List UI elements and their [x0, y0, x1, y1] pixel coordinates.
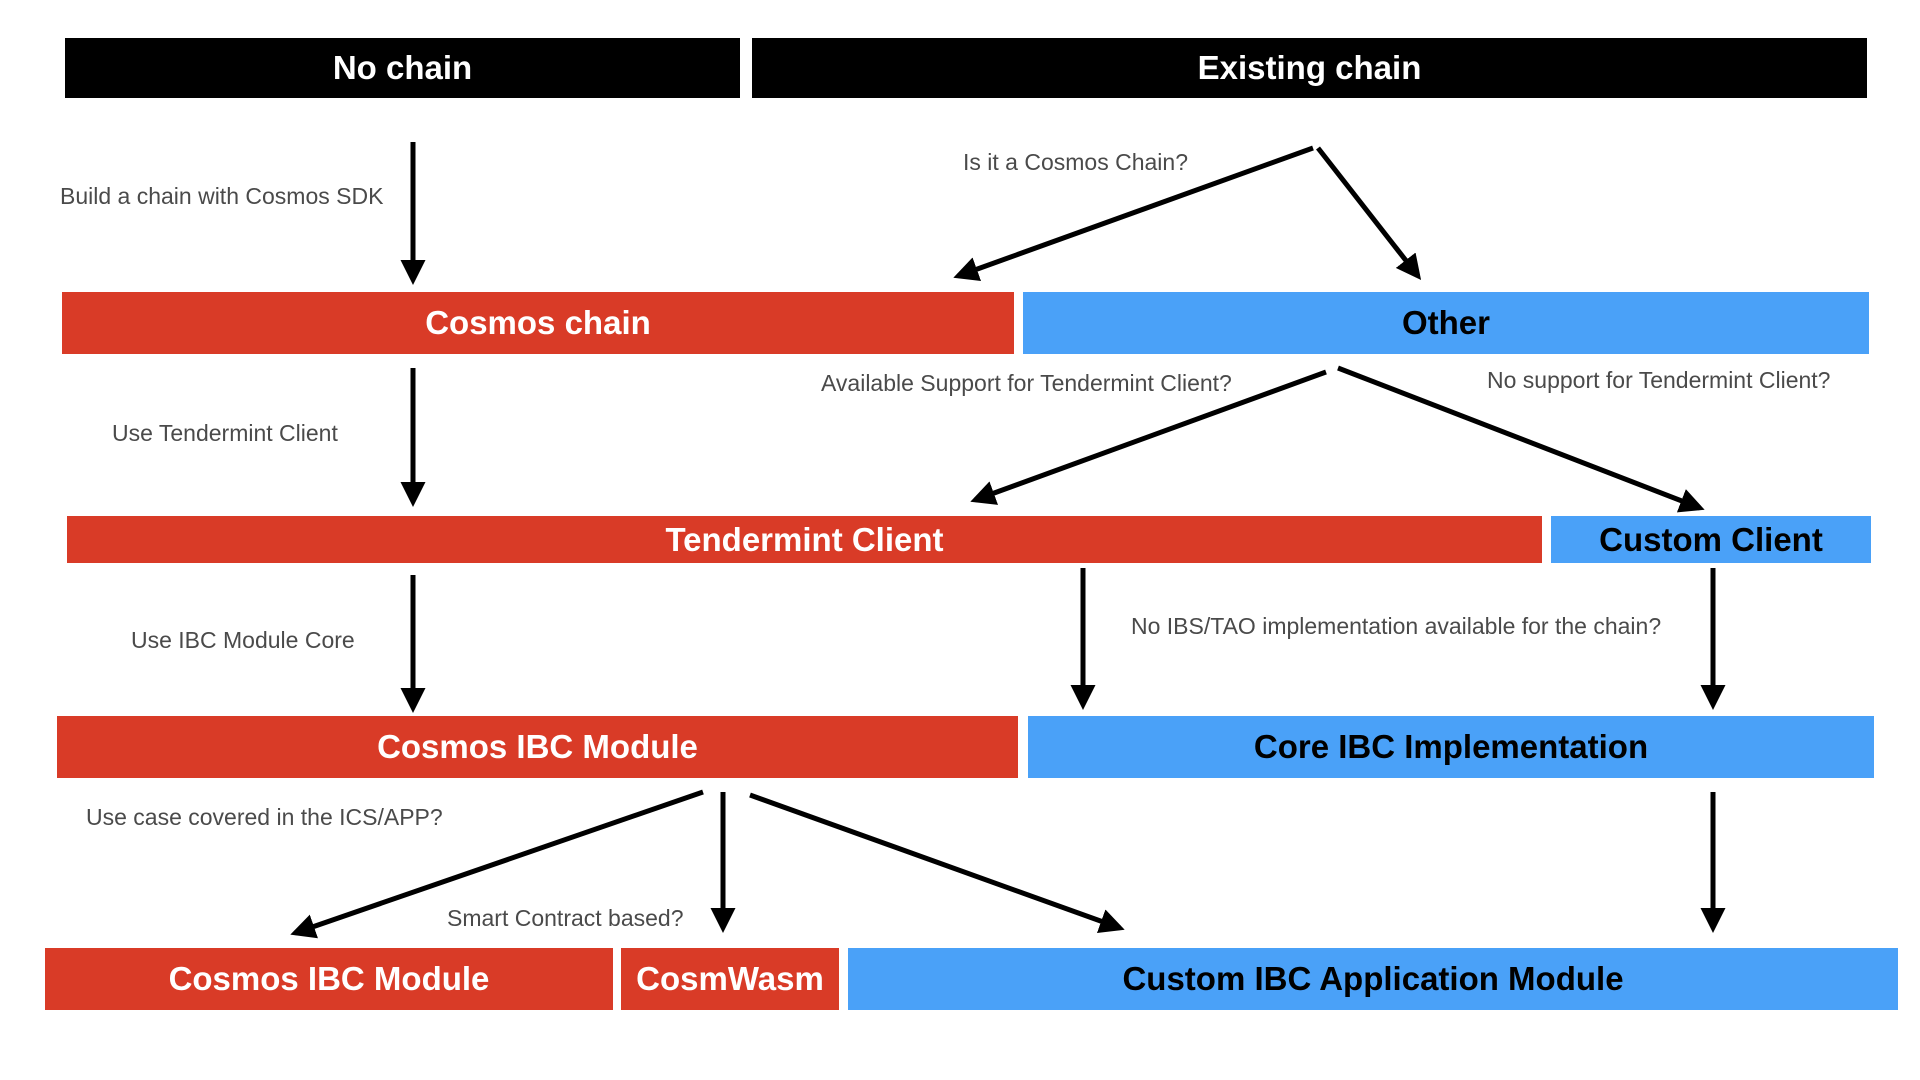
box-other: Other	[1023, 292, 1869, 354]
label-use-tendermint-client: Use Tendermint Client	[112, 420, 338, 446]
label-use-case-covered: Use case covered in the ICS/APP?	[86, 804, 443, 830]
header-no-chain: No chain	[65, 38, 740, 98]
box-cosmos-chain: Cosmos chain	[62, 292, 1014, 354]
box-cosmos-ibc-module-app: Cosmos IBC Module	[45, 948, 613, 1010]
arrow-cosmos-ibc-to-app-module	[290, 789, 704, 939]
box-custom-client: Custom Client	[1551, 516, 1871, 563]
box-tendermint-client: Tendermint Client	[67, 516, 1542, 563]
label-no-ibs-tao: No IBS/TAO implementation available for …	[1131, 613, 1662, 639]
label-build-chain: Build a chain with Cosmos SDK	[60, 183, 384, 209]
label-smart-contract-based: Smart Contract based?	[447, 905, 684, 931]
arrow-existing-to-cosmos-chain	[953, 145, 1314, 281]
header-existing-chain: Existing chain	[752, 38, 1867, 98]
arrow-existing-to-other	[1316, 146, 1422, 280]
box-custom-ibc-application-module: Custom IBC Application Module	[848, 948, 1898, 1010]
box-core-ibc-implementation: Core IBC Implementation	[1028, 716, 1874, 778]
label-is-cosmos-chain: Is it a Cosmos Chain?	[963, 149, 1188, 175]
label-no-support: No support for Tendermint Client?	[1487, 367, 1831, 393]
arrow-other-to-tendermint	[970, 369, 1327, 505]
arrow-other-to-custom-client	[1337, 365, 1705, 513]
box-cosmos-ibc-module: Cosmos IBC Module	[57, 716, 1018, 778]
arrow-cosmos-ibc-to-custom-app	[749, 792, 1125, 933]
label-use-ibc-module-core: Use IBC Module Core	[131, 627, 355, 653]
label-available-support: Available Support for Tendermint Client?	[821, 370, 1232, 396]
box-cosmwasm: CosmWasm	[621, 948, 839, 1010]
